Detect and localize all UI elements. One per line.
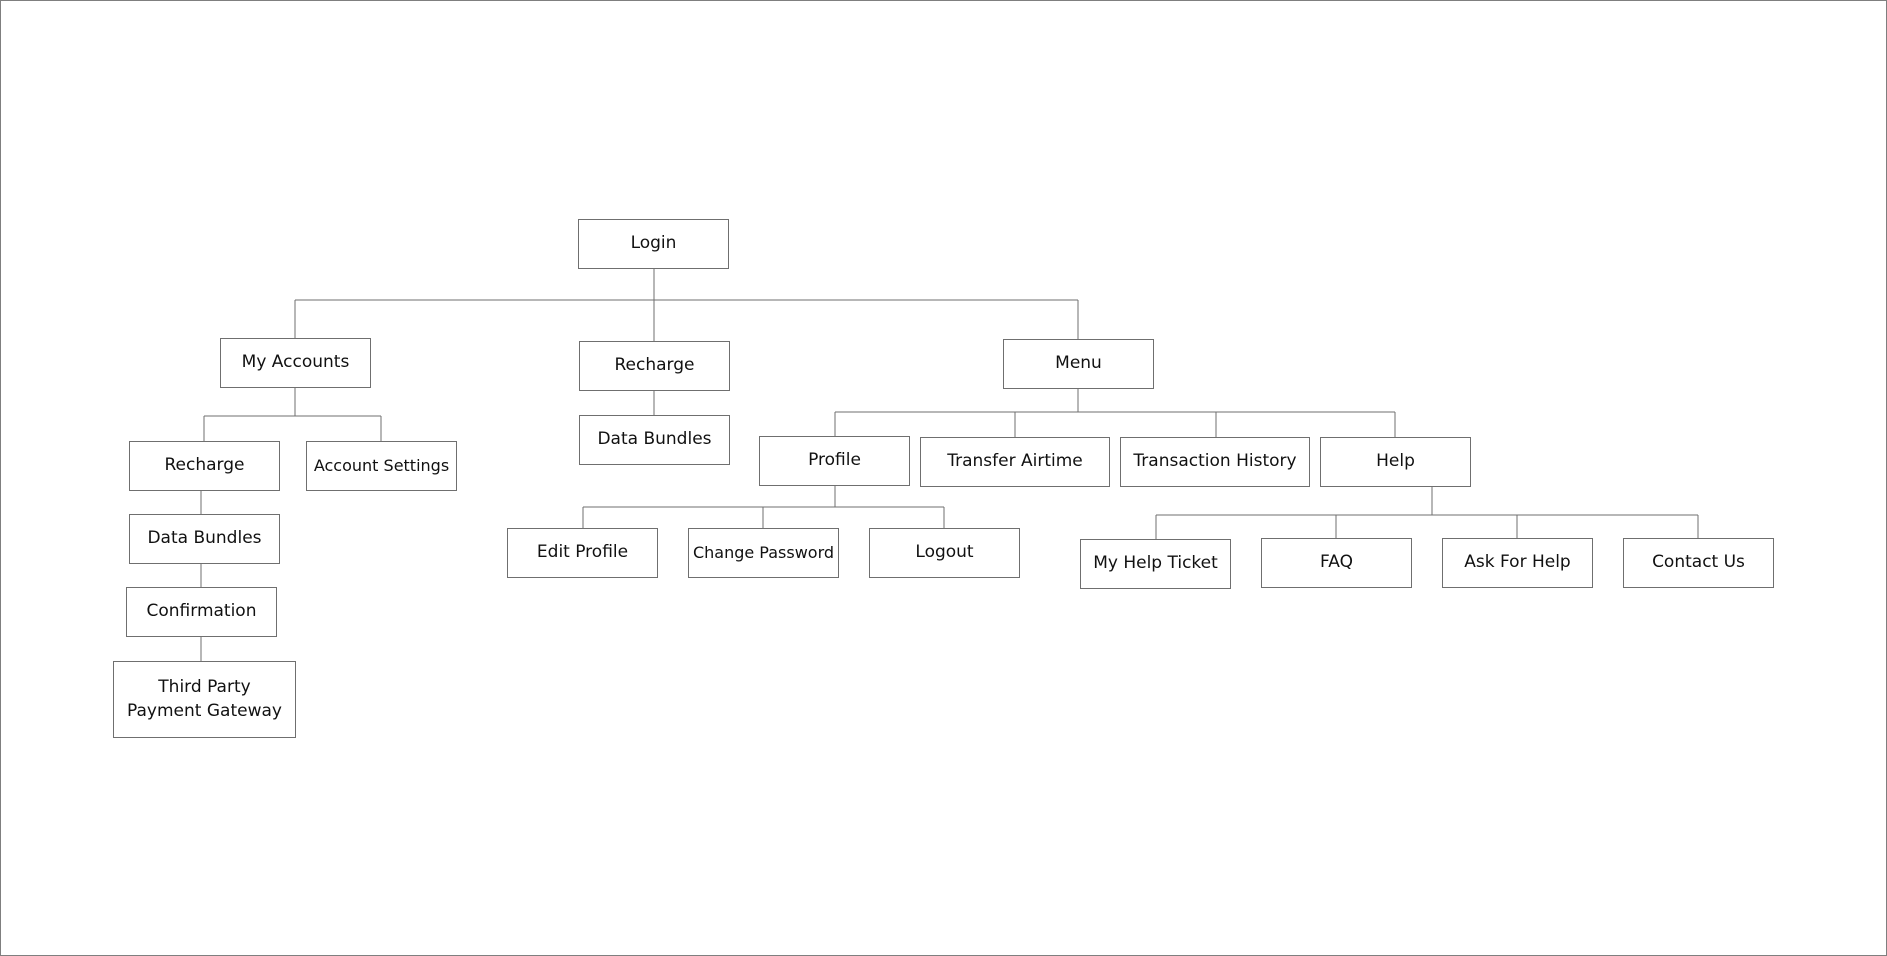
node-ask-for-help-label: Ask For Help (1464, 552, 1571, 573)
node-login-label: Login (630, 233, 677, 254)
node-recharge-data-bundles-label: Data Bundles (597, 429, 712, 450)
node-my-accounts[interactable]: My Accounts (220, 338, 371, 388)
node-login[interactable]: Login (578, 219, 729, 269)
node-my-help-ticket-label: My Help Ticket (1093, 553, 1218, 574)
node-logout-label: Logout (915, 542, 974, 563)
node-transaction-history-label: Transaction History (1133, 451, 1297, 472)
node-menu[interactable]: Menu (1003, 339, 1154, 389)
node-my-accounts-data-bundles[interactable]: Data Bundles (129, 514, 280, 564)
node-my-accounts-recharge-label: Recharge (164, 455, 245, 476)
node-edit-profile[interactable]: Edit Profile (507, 528, 658, 578)
node-menu-label: Menu (1055, 353, 1102, 374)
node-my-help-ticket[interactable]: My Help Ticket (1080, 539, 1231, 589)
node-recharge[interactable]: Recharge (579, 341, 730, 391)
node-faq-label: FAQ (1320, 552, 1353, 573)
node-my-accounts-recharge[interactable]: Recharge (129, 441, 280, 491)
node-recharge-label: Recharge (614, 355, 695, 376)
node-third-party-payment-gateway[interactable]: Third Party Payment Gateway (113, 661, 296, 738)
node-my-accounts-label: My Accounts (241, 352, 350, 373)
node-faq[interactable]: FAQ (1261, 538, 1412, 588)
node-third-party-payment-gateway-label: Third Party Payment Gateway (127, 676, 282, 721)
node-change-password-label: Change Password (692, 542, 835, 562)
node-confirmation-label: Confirmation (146, 601, 257, 622)
node-edit-profile-label: Edit Profile (536, 542, 629, 563)
node-profile-label: Profile (808, 450, 861, 471)
node-contact-us-label: Contact Us (1652, 552, 1745, 573)
node-contact-us[interactable]: Contact Us (1623, 538, 1774, 588)
node-confirmation[interactable]: Confirmation (126, 587, 277, 637)
node-my-accounts-data-bundles-label: Data Bundles (147, 528, 262, 549)
node-help-label: Help (1376, 451, 1415, 472)
node-account-settings[interactable]: Account Settings (306, 441, 457, 491)
node-account-settings-label: Account Settings (313, 455, 450, 475)
node-transfer-airtime-label: Transfer Airtime (947, 451, 1083, 472)
node-profile[interactable]: Profile (759, 436, 910, 486)
node-transfer-airtime[interactable]: Transfer Airtime (920, 437, 1110, 487)
node-transaction-history[interactable]: Transaction History (1120, 437, 1310, 487)
node-help[interactable]: Help (1320, 437, 1471, 487)
node-logout[interactable]: Logout (869, 528, 1020, 578)
node-recharge-data-bundles[interactable]: Data Bundles (579, 415, 730, 465)
node-change-password[interactable]: Change Password (688, 528, 839, 578)
node-ask-for-help[interactable]: Ask For Help (1442, 538, 1593, 588)
